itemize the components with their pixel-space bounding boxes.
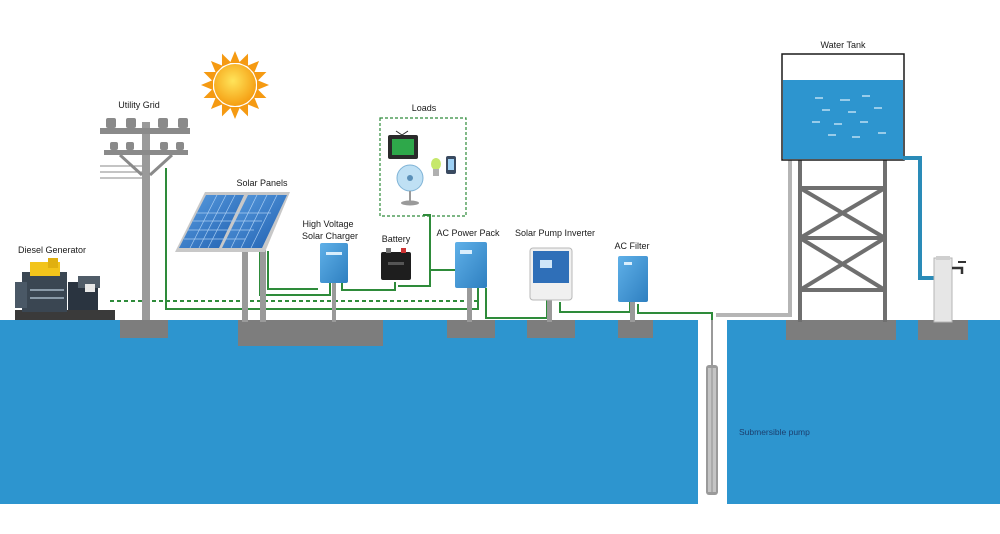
foundation-water-tank [786,320,896,340]
label-diesel-generator: Diesel Generator [18,245,87,255]
foundation-ac-power-pack [447,320,495,338]
fan-icon [396,164,424,206]
label-hv-charger-line1: High Voltage [302,219,354,229]
label-battery: Battery [381,234,411,244]
battery [381,248,411,280]
foundation-ac-filter [618,320,653,338]
hv-solar-charger [320,243,348,322]
label-solar-panels: Solar Panels [236,178,288,188]
utility-pole [100,118,190,320]
ground [0,320,1000,504]
diesel-generator [15,258,115,320]
cable-inverter-filter [559,302,631,313]
lamp-icon [431,158,441,176]
ground-left [0,320,698,504]
faucet-icon [952,266,964,274]
label-water-tank: Water Tank [820,40,866,50]
submersible-pump [706,320,718,495]
foundation-solar-panels [238,320,383,346]
label-ac-power-pack: AC Power Pack [436,228,500,238]
solar-panels [175,192,290,322]
ac-power-pack [455,242,487,322]
cable-grid [165,168,479,310]
tank-water [783,80,903,159]
sun [201,51,269,119]
label-utility-grid: Utility Grid [118,100,160,110]
label-submersible-pump: Submersible pump [739,427,810,437]
ac-filter [618,256,648,322]
foundation-utility-pole [120,320,168,338]
cable-battery-powerpack [398,214,431,287]
label-loads: Loads [411,103,437,113]
label-solar-pump-inverter: Solar Pump Inverter [514,228,596,238]
ground-right [727,320,1000,504]
foundations [120,320,968,346]
outlet-pipe [903,156,940,280]
label-ac-filter: AC Filter [614,241,650,251]
foundation-pump-inverter [527,320,575,338]
water-tower [781,53,940,322]
tap [933,256,966,323]
foundation-tap [918,320,968,340]
label-hv-charger-line2: Solar Charger [301,231,359,241]
cable-panels-inverter [267,251,318,290]
loads [379,117,467,217]
cable-charger-battery [341,282,396,291]
solar-pump-inverter [529,247,573,322]
